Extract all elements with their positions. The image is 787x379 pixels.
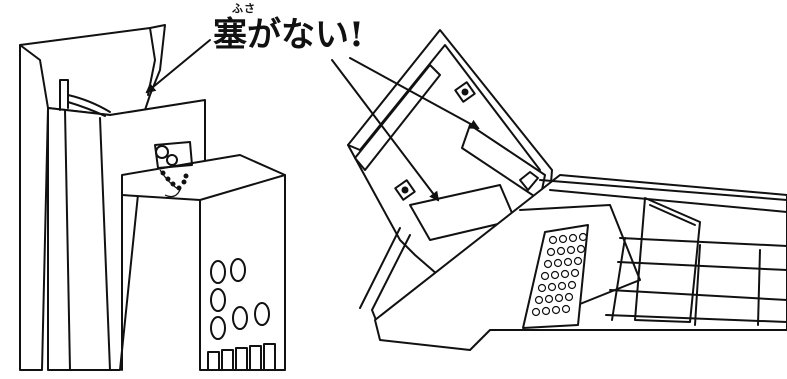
arrow-right-lower [331,59,440,202]
caption-ruby: ふさ [232,2,256,15]
caption-text: 塞がない! [213,15,364,55]
arrow-right-upper [349,57,480,129]
right-chest [347,29,787,351]
left-cabinet [19,24,286,371]
arrow-left [145,39,211,94]
vent-holes [531,232,588,317]
